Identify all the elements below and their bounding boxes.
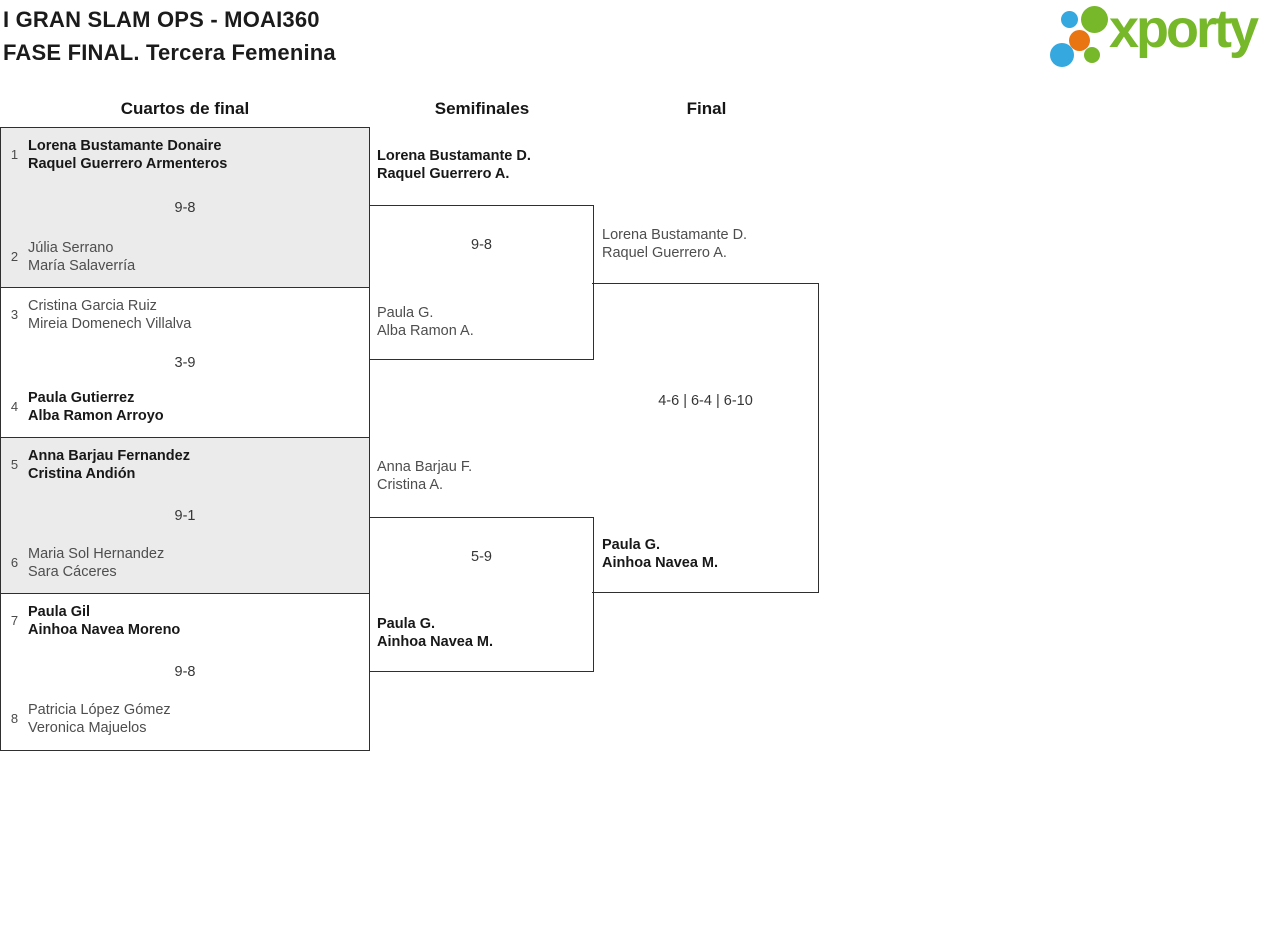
team-names: Paula Gutierrez Alba Ramon Arroyo (28, 389, 164, 425)
match-score: 9-8 (471, 237, 492, 253)
seed-number: 6 (10, 555, 19, 570)
team-slot: 1 Lorena Bustamante Donaire Raquel Guerr… (1, 137, 369, 173)
player-name: Lorena Bustamante D. (602, 227, 748, 243)
team-slot: 5 Anna Barjau Fernandez Cristina Andión (1, 447, 369, 483)
player-name: Sara Cáceres (28, 564, 117, 580)
team-names: Paula Gil Ainhoa Navea Moreno (28, 603, 180, 639)
team-names: Paula G. Ainhoa Navea M. (602, 536, 718, 572)
player-name: Paula G. (377, 305, 434, 321)
quarterfinal-match-1: 1 Lorena Bustamante Donaire Raquel Guerr… (1, 128, 369, 288)
match-score: 5-9 (471, 549, 492, 565)
player-name: María Salaverría (28, 258, 136, 274)
quarterfinal-match-2: 3 Cristina Garcia Ruiz Mireia Domenech V… (1, 288, 369, 438)
team-names: Anna Barjau Fernandez Cristina Andión (28, 447, 190, 483)
final-match-box (592, 283, 819, 593)
player-name: Anna Barjau Fernandez (28, 448, 190, 464)
seed-number: 7 (10, 613, 19, 628)
logo-dot-icon (1061, 11, 1078, 28)
player-name: Anna Barjau F. (377, 459, 473, 475)
team-names: Cristina Garcia Ruiz Mireia Domenech Vil… (28, 297, 191, 333)
logo-dot-icon (1069, 30, 1090, 51)
player-name: Paula Gil (28, 604, 91, 620)
quarterfinals-column: 1 Lorena Bustamante Donaire Raquel Guerr… (0, 127, 370, 751)
match-score: 9-8 (174, 663, 196, 680)
player-name: Júlia Serrano (28, 240, 114, 256)
player-name: Paula G. (377, 616, 436, 632)
player-name: Raquel Guerrero A. (377, 166, 510, 182)
seed-number: 4 (10, 399, 19, 414)
seed-number: 8 (10, 711, 19, 726)
round-header-final: Final (686, 99, 727, 118)
player-name: Raquel Guerrero A. (602, 245, 727, 261)
seed-number: 3 (10, 307, 19, 322)
match-score: 9-8 (174, 199, 196, 216)
seed-number: 2 (10, 249, 19, 264)
match-score: 4-6 | 6-4 | 6-10 (658, 393, 753, 409)
team-names: Lorena Bustamante Donaire Raquel Guerrer… (28, 137, 227, 173)
logo-dot-icon (1081, 6, 1108, 33)
player-name: Paula G. (602, 537, 661, 553)
logo-dot-icon (1084, 47, 1100, 63)
player-name: Ainhoa Navea M. (602, 555, 719, 571)
team-slot: 7 Paula Gil Ainhoa Navea Moreno (1, 603, 369, 639)
team-slot: 4 Paula Gutierrez Alba Ramon Arroyo (1, 389, 369, 425)
team-names: Júlia Serrano María Salaverría (28, 239, 135, 275)
logo-dot-icon (1050, 43, 1074, 67)
team-slot: 6 Maria Sol Hernandez Sara Cáceres (1, 545, 369, 581)
player-name: Ainhoa Navea Moreno (28, 622, 181, 638)
team-slot: 2 Júlia Serrano María Salaverría (1, 239, 369, 275)
player-name: Cristina A. (377, 477, 444, 493)
player-name: Alba Ramon A. (377, 323, 474, 339)
player-name: Cristina Andión (28, 466, 136, 482)
player-name: Cristina Garcia Ruiz (28, 298, 157, 314)
page-header: I GRAN SLAM OPS - MOAI360 FASE FINAL. Te… (3, 3, 336, 69)
round-header-quarterfinals: Cuartos de final (120, 99, 250, 118)
match-score: 3-9 (174, 354, 196, 371)
player-name: Patricia López Gómez (28, 702, 171, 718)
team-names: Paula G. Alba Ramon A. (377, 304, 474, 340)
team-slot: 3 Cristina Garcia Ruiz Mireia Domenech V… (1, 297, 369, 333)
team-names: Lorena Bustamante D. Raquel Guerrero A. (602, 226, 747, 262)
team-names: Patricia López Gómez Veronica Majuelos (28, 701, 171, 737)
page-title: I GRAN SLAM OPS - MOAI360 (3, 7, 320, 32)
player-name: Mireia Domenech Villalva (28, 316, 192, 332)
team-slot: 8 Patricia López Gómez Veronica Majuelos (1, 701, 369, 737)
player-name: Lorena Bustamante Donaire (28, 138, 222, 154)
team-names: Anna Barjau F. Cristina A. (377, 458, 472, 494)
team-names: Paula G. Ainhoa Navea M. (377, 615, 493, 651)
xporty-logo[interactable]: xporty (1045, 0, 1277, 72)
page-subtitle: FASE FINAL. Tercera Femenina (3, 40, 336, 65)
round-header-semifinals: Semifinales (434, 99, 530, 118)
team-names: Maria Sol Hernandez Sara Cáceres (28, 545, 164, 581)
player-name: Lorena Bustamante D. (377, 148, 531, 164)
quarterfinal-match-3: 5 Anna Barjau Fernandez Cristina Andión … (1, 438, 369, 594)
quarterfinal-match-4: 7 Paula Gil Ainhoa Navea Moreno 9-8 8 Pa… (1, 594, 369, 749)
player-name: Raquel Guerrero Armenteros (28, 156, 228, 172)
player-name: Paula Gutierrez (28, 390, 135, 406)
team-names: Lorena Bustamante D. Raquel Guerrero A. (377, 147, 531, 183)
logo-wordmark: xporty (1109, 0, 1259, 59)
semifinal-match-1-box (369, 205, 594, 360)
player-name: Ainhoa Navea M. (377, 634, 494, 650)
seed-number: 5 (10, 457, 19, 472)
semifinal-match-2-box (369, 517, 594, 672)
match-score: 9-1 (174, 507, 196, 524)
seed-number: 1 (10, 147, 19, 162)
player-name: Maria Sol Hernandez (28, 546, 165, 562)
player-name: Veronica Majuelos (28, 720, 147, 736)
player-name: Alba Ramon Arroyo (28, 408, 164, 424)
